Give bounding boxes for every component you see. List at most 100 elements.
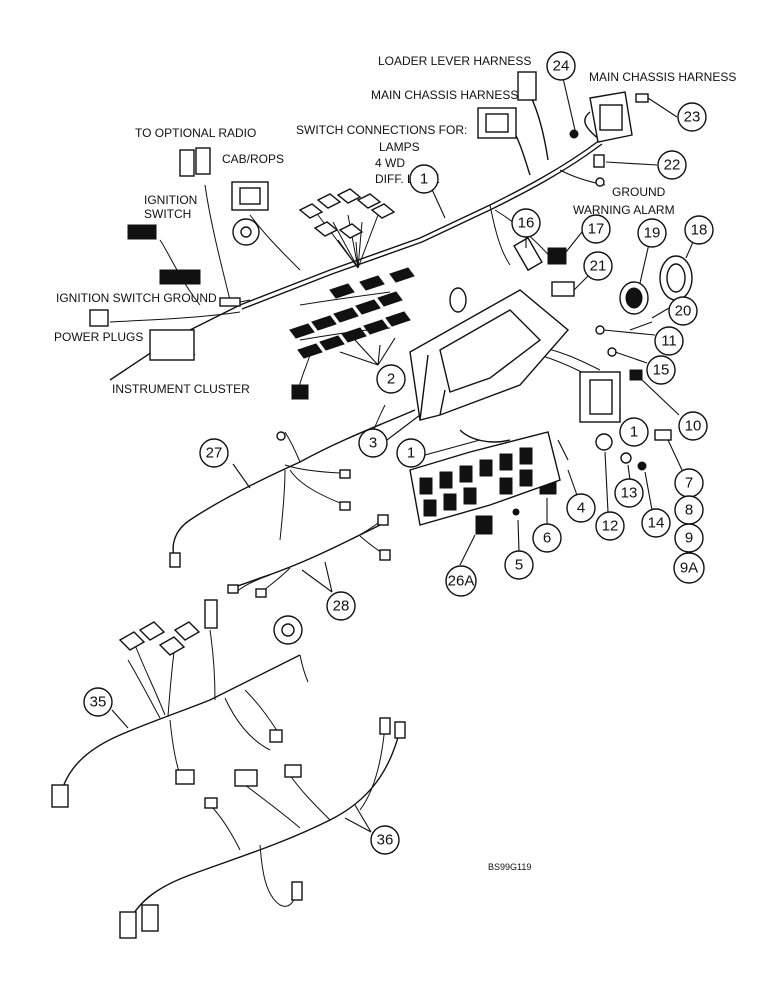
branch-power-plugs (109, 311, 241, 323)
label-to-optional-radio: TO OPTIONAL RADIO (135, 126, 256, 140)
svg-text:22: 22 (664, 157, 681, 174)
harness-36-end-connector-b (141, 904, 159, 932)
callout-5: 5 (504, 550, 534, 580)
leader-10 (639, 377, 680, 416)
svg-text:19: 19 (644, 225, 661, 242)
switch-12 (595, 433, 613, 451)
nut-15 (607, 347, 617, 357)
svg-text:6: 6 (543, 530, 551, 547)
screw-4 (557, 439, 569, 461)
text-labels: LOADER LEVER HARNESS MAIN CHASSIS HARNES… (54, 54, 736, 872)
main-chassis-mid-connector-face (485, 113, 509, 133)
callout-24: 24 (546, 51, 576, 81)
svg-text:20: 20 (675, 303, 692, 320)
screw-22 (593, 154, 605, 168)
main-harness-trunk (109, 139, 601, 381)
cab-rops-connector-face (239, 187, 261, 205)
svg-text:12: 12 (602, 518, 619, 535)
leader-26a (459, 534, 476, 566)
branch-loader-lever (529, 94, 549, 161)
harness-36-connector-b (394, 721, 406, 739)
leader-24 (562, 77, 576, 131)
relay-17 (547, 247, 567, 265)
callout-10: 10 (678, 411, 708, 441)
main-chassis-connector-face (599, 104, 623, 131)
harness-35-bottom-connector (175, 769, 195, 785)
svg-text:14: 14 (648, 515, 665, 532)
callout-26a: 26A (445, 565, 477, 597)
callout-18: 18 (684, 215, 714, 245)
main-chassis-mid-connector (477, 107, 517, 139)
harness-28-connector-c (377, 514, 389, 526)
panel-mount (449, 287, 467, 313)
leader-13 (627, 464, 631, 481)
callout-bubbles: 1 2 3 1 27 28 35 36 4 5 6 26A 12 13 14 1… (83, 51, 714, 855)
svg-text:10: 10 (685, 418, 702, 435)
harness-27-end-connector (169, 552, 181, 568)
harness-36-connector-f (204, 797, 218, 809)
label-power-plugs: POWER PLUGS (54, 330, 143, 344)
harness-36-connector-d (284, 764, 302, 778)
leader-20 (651, 307, 670, 319)
power-plug (89, 309, 109, 327)
callout-13: 13 (614, 478, 644, 508)
callout-4: 4 (566, 493, 596, 523)
callout-6: 6 (532, 523, 562, 553)
leader-36 (344, 804, 372, 833)
label-ground: GROUND (612, 185, 666, 199)
panel-bracket-window (439, 309, 542, 393)
leader-23 (647, 97, 678, 118)
svg-text:28: 28 (333, 598, 350, 615)
ignition-switch-key (240, 226, 252, 238)
leader-28 (301, 561, 333, 593)
svg-text:1: 1 (420, 171, 428, 188)
harness-36-connector-e (291, 881, 303, 901)
harness-35-end-connector (51, 784, 69, 808)
leader-1b (424, 439, 481, 456)
harness-28-trunk (231, 524, 381, 589)
callout-1b: 1 (396, 438, 426, 468)
harness-36-connector-a (379, 717, 391, 735)
callout-28: 28 (326, 591, 356, 621)
label-ignition: IGNITION (144, 193, 197, 207)
harness-35-switch-connectors (118, 621, 201, 656)
label-instrument-cluster: INSTRUMENT CLUSTER (112, 382, 250, 396)
svg-text:5: 5 (515, 557, 523, 574)
callout-19: 19 (637, 218, 667, 248)
svg-text:36: 36 (377, 832, 394, 849)
callout-16: 16 (511, 208, 541, 238)
callout-23: 23 (677, 102, 707, 132)
switch-connection-plugs (298, 188, 396, 239)
callout-12: 12 (595, 511, 625, 541)
leader-14 (644, 471, 653, 511)
callout-17: 17 (581, 214, 611, 244)
relay-connectors (289, 267, 415, 359)
harness-28-connector-b (255, 588, 267, 598)
nut-11 (595, 325, 605, 335)
screw-23 (635, 93, 649, 103)
switch-connection-wires (317, 214, 379, 269)
harness-27-branches (279, 404, 386, 541)
harness-28-branches (235, 519, 386, 593)
label-switch: SWITCH (144, 207, 191, 221)
svg-text:21: 21 (590, 258, 607, 275)
label-warning-alarm: WARNING ALARM (573, 203, 675, 217)
callout-20: 20 (668, 296, 698, 326)
connector-21 (551, 281, 575, 297)
gauge-18-face (666, 263, 686, 293)
washer-13 (620, 452, 632, 464)
harness-35 (51, 599, 309, 808)
callout-21: 21 (583, 251, 613, 281)
harness-28 (227, 514, 391, 598)
label-4wd: 4 WD (375, 156, 405, 170)
fuse-10 (629, 369, 643, 381)
leader-17 (565, 231, 583, 253)
harness-35-branches (127, 629, 309, 776)
label-main-chassis-harness-top: MAIN CHASSIS HARNESS (589, 70, 736, 84)
label-switch-connections: SWITCH CONNECTIONS FOR: (296, 123, 467, 137)
svg-text:1: 1 (407, 445, 415, 462)
leader-4 (567, 469, 579, 499)
callout-7: 7 (674, 468, 704, 498)
nut-14 (637, 461, 647, 471)
